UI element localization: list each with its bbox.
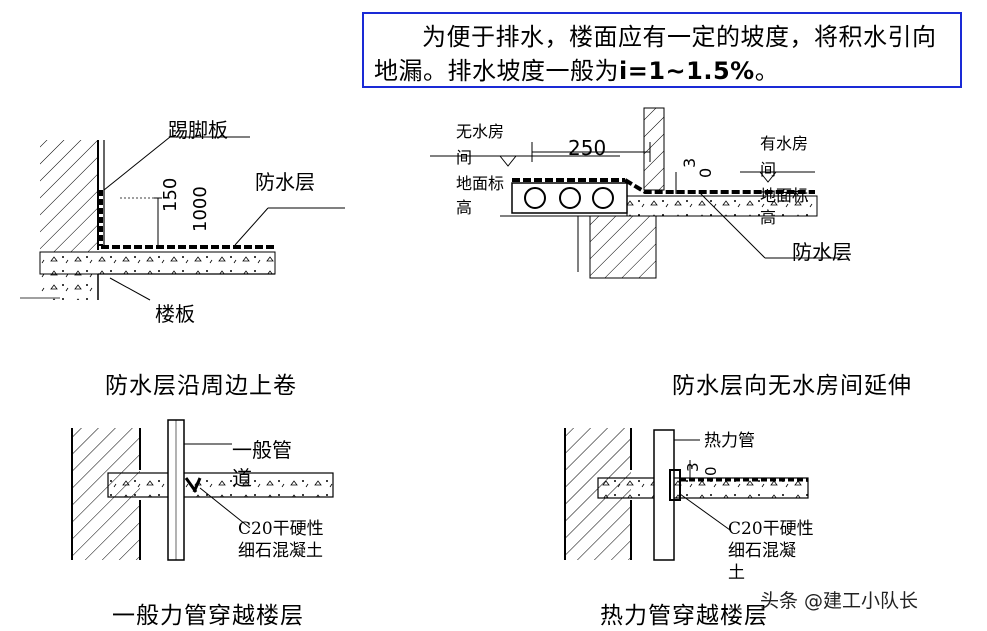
leader-waterproof <box>234 207 269 246</box>
label-pipe-1: 一般管 <box>232 438 292 462</box>
leader-slab <box>109 277 151 301</box>
watermark: 头条 @建工小队长 <box>760 590 919 612</box>
dim-30-b: 0 <box>696 167 715 178</box>
slab-under-wall <box>40 274 98 300</box>
label-waterproof-tr: 防水层 <box>792 240 852 264</box>
dim-1000: 1000 <box>190 186 211 232</box>
label-wet-room-1: 有水房 <box>760 134 809 153</box>
dim-150: 150 <box>160 177 181 212</box>
note-box: 为便于排水，楼面应有一定的坡度，将积水引向地漏。排水坡度一般为i=1~1.5%。 <box>362 12 962 88</box>
label-wet-room-3: 地面标 <box>760 186 809 205</box>
label-slab: 楼板 <box>155 302 195 326</box>
detail-bottom-right <box>564 428 809 561</box>
leader-concrete-br <box>679 493 731 531</box>
label-concrete-br-3: 土 <box>728 563 745 583</box>
waterproof-wet-side <box>623 178 815 194</box>
leader-baseboard <box>103 136 171 191</box>
dim-30-a: 3 <box>680 157 699 168</box>
label-baseboard: 踢脚板 <box>168 118 228 142</box>
slab-br <box>597 477 809 499</box>
label-waterproof-tl: 防水层 <box>255 170 315 194</box>
note-end: 。 <box>754 57 780 85</box>
caption-bottom-left: 一般力管穿越楼层 <box>112 603 304 629</box>
caption-top-left: 防水层沿周边上卷 <box>105 373 297 399</box>
pipe-br <box>653 429 675 561</box>
label-concrete-bl-2: 细石混凝土 <box>238 541 323 561</box>
label-dry-room-1: 无水房 <box>456 122 505 141</box>
caption-bottom-right: 热力管穿越楼层 <box>600 603 768 629</box>
label-dry-room-2: 间 <box>456 148 473 167</box>
leader-concrete-bl <box>199 487 251 529</box>
label-heat-pipe: 热力管 <box>704 431 755 451</box>
wall-hatch <box>40 140 98 252</box>
label-dry-room-4: 高 <box>456 198 473 217</box>
note-text: 为便于排水，楼面应有一定的坡度，将积水引向地漏。排水坡度一般为 <box>374 23 937 85</box>
wet-slab <box>626 195 818 217</box>
sleeve-br <box>669 469 681 501</box>
upper-wall <box>643 107 665 191</box>
lower-wall <box>589 215 657 279</box>
label-dry-room-3: 地面标 <box>456 174 505 193</box>
label-wet-room-2: 间 <box>760 160 777 179</box>
note-formula: i=1~1.5% <box>619 57 755 85</box>
label-concrete-br-1: C20干硬性 <box>728 519 814 539</box>
caption-top-right: 防水层向无水房间延伸 <box>672 373 912 399</box>
label-concrete-bl-1: C20干硬性 <box>238 519 324 539</box>
leader-waterproof-right <box>699 192 766 259</box>
dim-3: 3 <box>684 462 702 472</box>
slab-bl <box>107 472 334 498</box>
dim-0: 0 <box>702 466 720 476</box>
dim-250: 250 <box>568 136 607 160</box>
detail-top-right <box>430 107 840 279</box>
label-concrete-br-2: 细石混凝 <box>728 541 796 561</box>
slab <box>39 251 276 275</box>
detail-bottom-left <box>71 419 334 561</box>
label-wet-room-4: 高 <box>760 208 777 227</box>
label-pipe-2: 道 <box>232 466 252 490</box>
detail-top-left <box>20 136 345 301</box>
